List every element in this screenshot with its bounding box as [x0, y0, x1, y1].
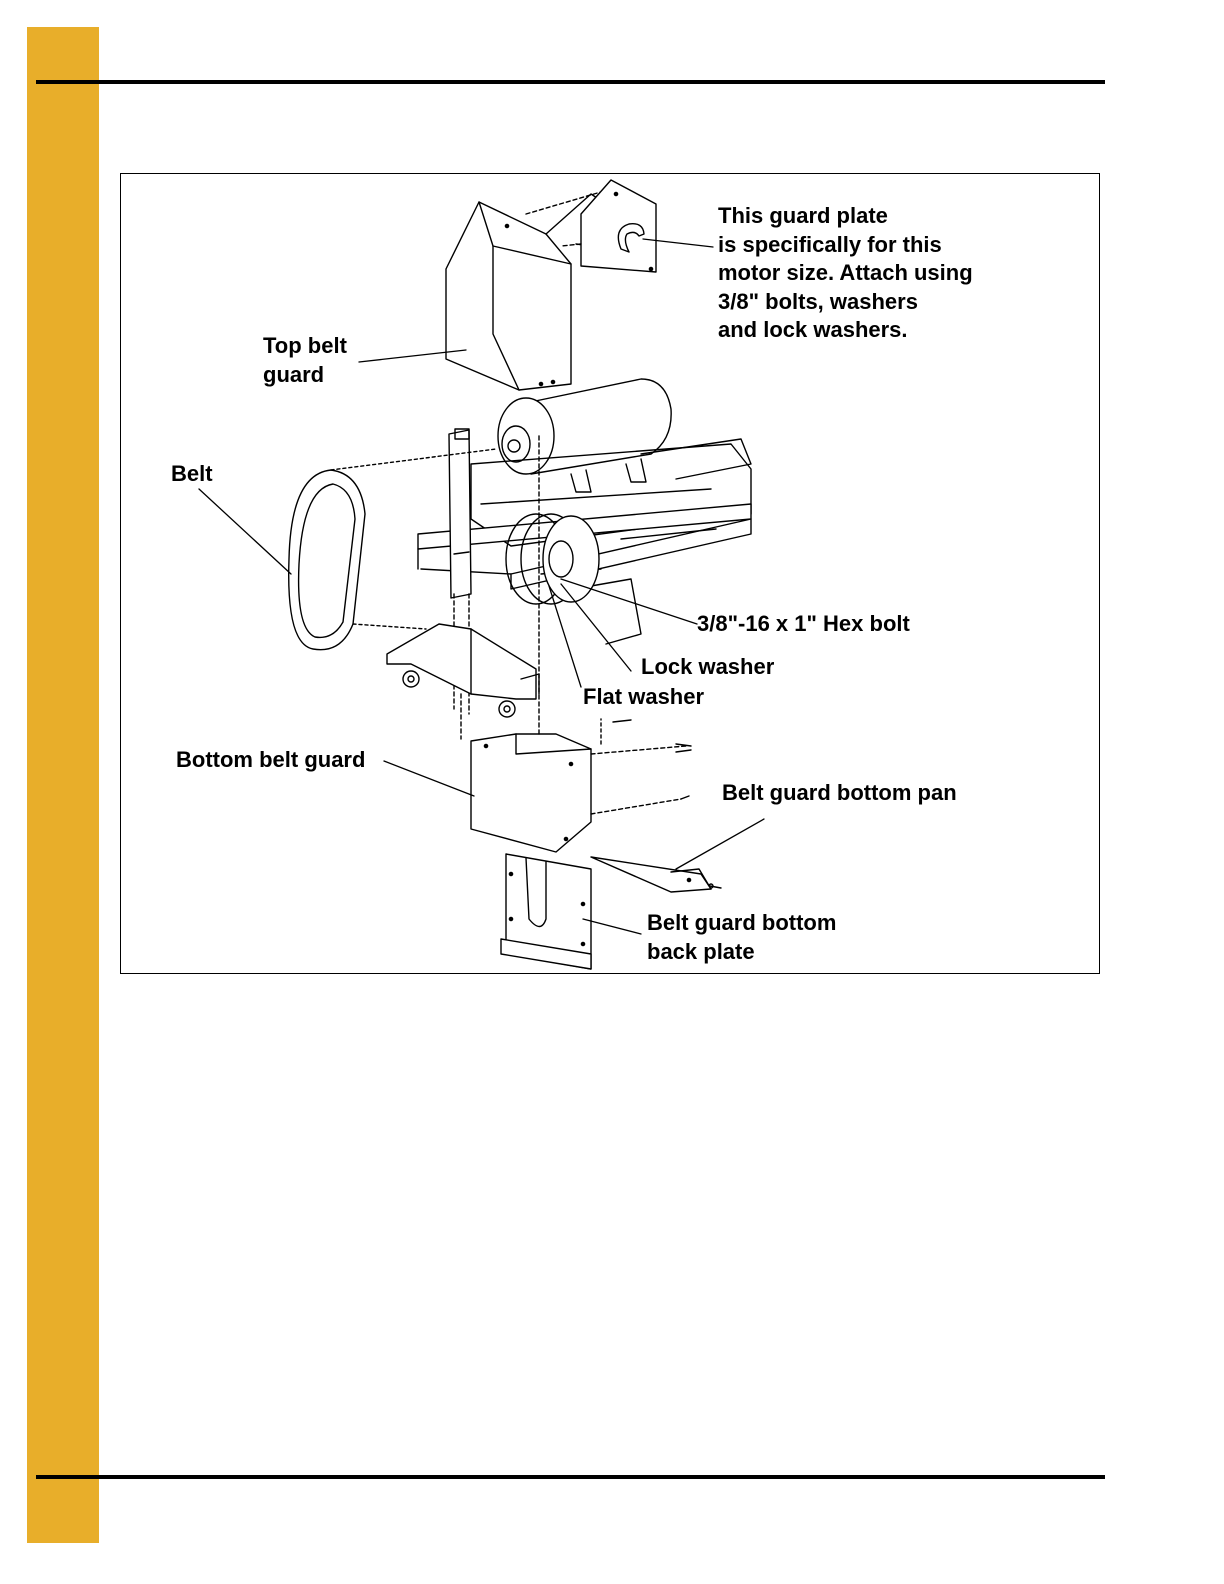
label-back-plate: Belt guard bottom back plate [647, 909, 836, 966]
label-line: motor size. Attach using [718, 259, 973, 288]
label-bottom-belt-guard: Bottom belt guard [176, 746, 365, 775]
label-line: guard [263, 361, 347, 390]
exploded-diagram-figure: This guard plate is specifically for thi… [120, 173, 1100, 974]
label-flat-washer: Flat washer [583, 683, 704, 712]
leader-hex-bolt [561, 579, 697, 624]
label-line: and lock washers. [718, 316, 973, 345]
header-rule [36, 80, 1105, 84]
leader-belt [199, 489, 291, 574]
label-line: 3/8" bolts, washers [718, 288, 973, 317]
back-plate-drawing [501, 854, 591, 969]
label-line: Top belt [263, 332, 347, 361]
label-line: back plate [647, 938, 836, 967]
label-bottom-pan: Belt guard bottom pan [722, 779, 957, 808]
label-lock-washer: Lock washer [641, 653, 774, 682]
leader-back-plate [583, 919, 641, 934]
label-line: is specifically for this [718, 231, 973, 260]
label-line: This guard plate [718, 202, 973, 231]
label-line: Belt guard bottom [647, 909, 836, 938]
label-guard-plate: This guard plate is specifically for thi… [718, 202, 973, 345]
leader-bottom-pan [676, 819, 764, 869]
bottom-belt-guard-drawing [471, 434, 686, 852]
footer-rule [36, 1475, 1105, 1479]
bottom-pan-drawing [591, 857, 711, 892]
label-top-belt-guard: Top belt guard [263, 332, 347, 389]
cart-base-drawing [387, 624, 539, 739]
label-hex-bolt: 3/8"-16 x 1" Hex bolt [697, 610, 910, 639]
side-accent-bar [27, 27, 99, 1543]
guard-plate-drawing [561, 180, 656, 272]
leader-bottom-belt-guard [384, 761, 474, 796]
label-belt: Belt [171, 460, 213, 489]
motor-drawing [498, 379, 751, 492]
